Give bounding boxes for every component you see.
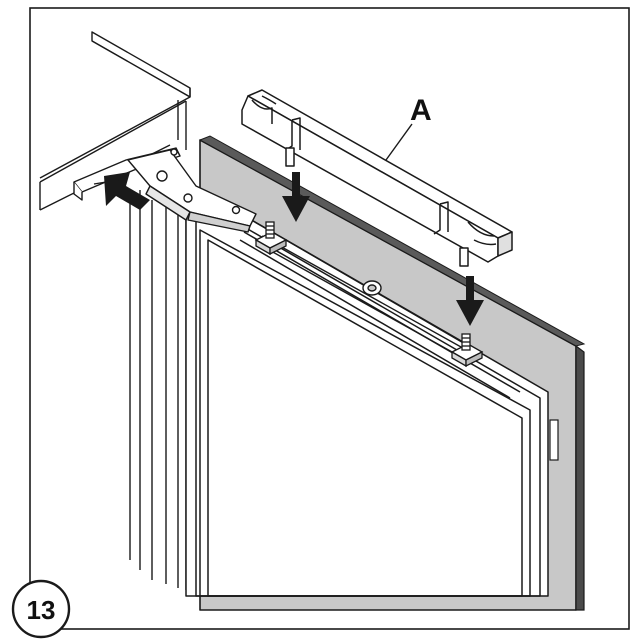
bracket-cover-a — [241, 89, 513, 267]
frame-border — [29, 7, 630, 630]
callout-a-leader — [385, 123, 413, 161]
cabinet — [36, 31, 191, 590]
arrow-down-right — [456, 276, 484, 326]
callout-a-label: A — [410, 94, 432, 127]
step-number-badge: 13 — [11, 579, 71, 639]
decor-panel-edge — [575, 344, 585, 611]
screw-nut-right — [450, 333, 484, 368]
arrow-down-left — [282, 172, 310, 222]
step-number: 13 — [27, 595, 56, 625]
arrow-insert-hinge-outline — [93, 179, 137, 207]
door-hinge — [73, 147, 257, 233]
mounting-rail — [261, 235, 471, 363]
arrow-insert-hinge — [104, 172, 150, 210]
screw-nut-left — [254, 221, 288, 256]
